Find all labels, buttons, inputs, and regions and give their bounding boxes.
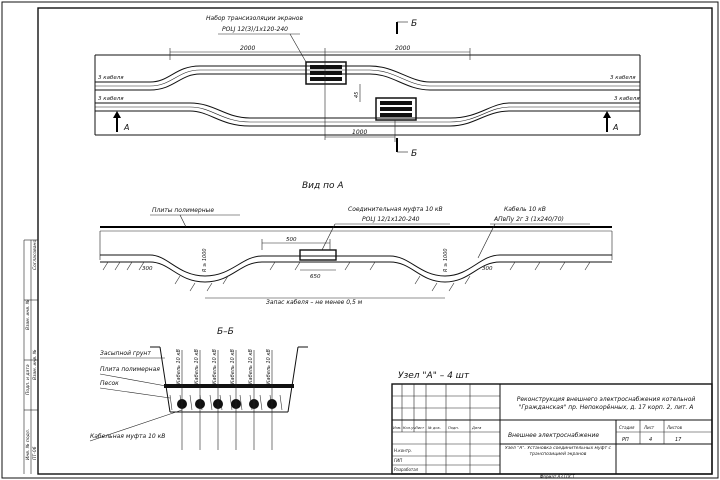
view-mark-left: А [113, 111, 129, 132]
dim-2000-right: 2000 [395, 45, 410, 52]
cable-label-lr: 3 кабеля [614, 96, 640, 102]
bb-polymer-slab [164, 384, 294, 388]
dim-45: 45 [354, 92, 360, 98]
bb-cable-tag-1: Кабель 10 кВ [176, 349, 182, 384]
bb-sand-hatch [169, 394, 283, 411]
dim-650: 650 [310, 274, 321, 280]
node-title: Узел "А" – 4 шт [398, 371, 470, 381]
tb-sheet-name-box: Узел "А". Установка соединительных муфт … [505, 446, 611, 457]
dim-2000-left: 2000 [240, 45, 255, 52]
section-bb: Б–Б [89, 327, 308, 450]
tb-col-5: Подп. [448, 426, 459, 430]
tb-col-3: Лист [414, 426, 425, 430]
view-mark-left-label: А [123, 123, 129, 132]
bb-cables [177, 399, 277, 409]
bb-cable-tag-2: Кабель 10 кВ [194, 349, 200, 384]
tb-role-2: ГИП [394, 458, 402, 463]
section-mark-bottom-label: Б [411, 149, 417, 159]
view-a: Вид по А 500 650 R [99, 181, 613, 306]
tb-sheets: 17 [675, 437, 682, 443]
stamp-label-2: Подп. и дата [25, 364, 31, 395]
section-bb-title: Б–Б [217, 327, 234, 337]
tb-sheets-header: Листов [666, 425, 683, 430]
tb-col-2: Кол.уч [403, 426, 415, 430]
tb-role-3: Н.контр. [394, 448, 412, 453]
bb-fill-soil: Засыпной грунт [100, 350, 151, 357]
bb-cable-tag-6: Кабель 10 кВ [266, 349, 272, 384]
coupling-set-label: Набор трансизоляции экранов [206, 15, 303, 22]
reserve-label: Запас кабеля – не менее 0,5 м [266, 299, 363, 306]
coupling-label: Соединительная муфта 10 кВ [348, 206, 443, 213]
tb-section: Внешнее электроснабжение [508, 432, 599, 439]
section-mark-top: Б [396, 19, 417, 34]
coupling-code: POLJ 12/1x120-240 [362, 216, 420, 223]
view-mark-right: А [603, 111, 618, 132]
bb-coupling-label: Кабельная муфта 10 кВ [90, 433, 165, 440]
cable-label-ul: 3 кабеля [98, 75, 124, 81]
bb-cable-risers [181, 350, 273, 450]
tb-stage-header: Стадия [619, 425, 635, 430]
stamp-inv: ПТ-06 [32, 446, 38, 460]
stamp-label-4: Согласовано [32, 240, 38, 270]
tb-role-1: Разработал [394, 467, 419, 472]
inner-frame [37, 7, 713, 475]
stamp-label-3: Инв. № подл. [25, 429, 31, 460]
dim-r1000-right: R ≥ 1000 [443, 248, 449, 272]
tb-col-1: Изм. [393, 426, 401, 430]
cable-label-ll: 3 кабеля [98, 96, 124, 102]
tb-sheet-header: Лист [643, 425, 655, 430]
side-stamp: Взам. инв. № Подп. и дата Инв. № подл. С… [23, 240, 38, 474]
ground-hatch [102, 261, 591, 292]
tb-project-box: Реконструкция внешнего электроснабжения … [516, 396, 696, 411]
plan-view: 2000 2000 1000 45 Набор трансизоляции эк… [94, 15, 641, 159]
dim-r1000-left: R ≥ 1000 [202, 248, 208, 272]
tb-col-4: № док. [427, 426, 441, 430]
tb-format: Формат А3 ГОСТ [540, 474, 575, 479]
slabs-label: Плиты полимерные [152, 207, 214, 214]
section-mark-top-label: Б [411, 19, 417, 29]
dim-300-right: 300 [482, 266, 493, 272]
cable-label-ur: 3 кабеля [610, 75, 636, 81]
title-block: Изм. Кол.уч Лист № док. Подп. Дата Н.кон… [391, 383, 713, 479]
bb-cable-tag-4: Кабель 10 кВ [230, 349, 236, 384]
tb-project: Реконструкция внешнего электроснабжения … [516, 396, 696, 411]
coupling-set-upper [305, 61, 347, 85]
bb-polymer-slab-label: Плита полимерная [100, 366, 160, 373]
coupling-body [299, 249, 337, 261]
bb-cable-tag-5: Кабель 10 кВ [248, 349, 254, 384]
bb-sand-label: Песок [100, 380, 119, 387]
dim-1000: 1000 [352, 129, 367, 136]
tb-sheet-name: Узел "А". Установка соединительных муфт … [505, 446, 611, 457]
cable-code: АПвПу 2г 3 (1х240/70) [493, 216, 564, 223]
dim-500: 500 [286, 237, 297, 243]
view-a-title: Вид по А [302, 181, 344, 191]
coupling-set-lower [375, 97, 417, 121]
coupling-set-code: POLJ 12(3)/1x120-240 [222, 26, 288, 33]
cable-label: Кабель 10 кВ [504, 206, 546, 213]
dim-300-left: 300 [142, 266, 153, 272]
stamp-label-1: Взам. инв. № [25, 299, 31, 330]
stamp-date: Взам. инв. № [32, 349, 38, 380]
bb-cable-tag-3: Кабель 10 кВ [212, 349, 218, 384]
view-mark-right-label: А [612, 123, 618, 132]
tb-col-6: Дата [471, 426, 481, 430]
section-mark-bottom: Б [396, 138, 417, 159]
tb-stage: РП [622, 437, 629, 443]
tb-sheet: 4 [649, 437, 652, 443]
